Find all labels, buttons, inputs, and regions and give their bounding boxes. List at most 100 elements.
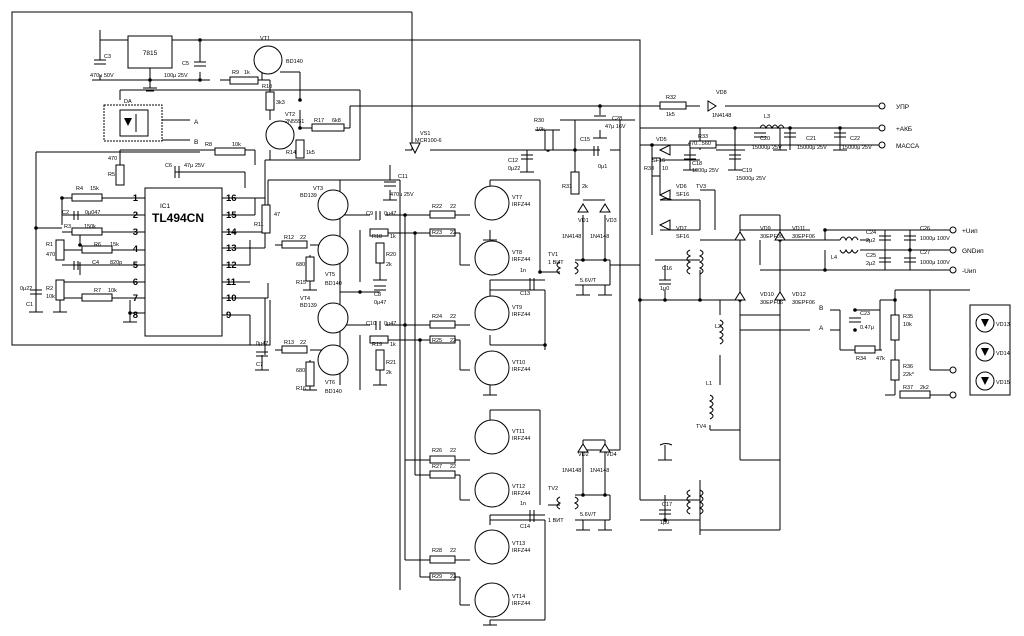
vd12-ref: VD12: [792, 292, 806, 298]
c14-val: 1n: [520, 501, 526, 507]
led-indicators: [969, 304, 1011, 396]
r31-ref: R31: [562, 184, 572, 190]
vd5-ref: VD5: [656, 137, 667, 143]
ic1-pin: 9: [226, 310, 231, 321]
r24-val: 22: [450, 314, 456, 320]
r4-val: 15k: [90, 186, 99, 192]
c14-ref: C14: [520, 524, 530, 530]
vd2-val: 1N4148: [562, 468, 581, 474]
r25-ref: R25: [432, 338, 442, 344]
vt8-val: IRFZ44: [512, 257, 530, 263]
vd9-ref: VD9: [760, 226, 771, 232]
c24-ref: C24: [866, 230, 876, 236]
vd4-ref: VD4: [606, 452, 617, 458]
r33-ref: R33: [698, 134, 708, 140]
vd1-ref: VD1: [578, 218, 589, 224]
r7-ref: R7: [94, 288, 101, 294]
vd11-ref: VD11: [792, 226, 805, 232]
r25-val: 22: [450, 338, 456, 344]
r30-val: 10k: [536, 127, 545, 133]
r21-val: 2k: [386, 370, 392, 376]
r14-ref: R14: [286, 150, 296, 156]
ic1-name: TL494CN: [152, 211, 204, 225]
r15-ref: R15: [296, 280, 306, 286]
vs1-ref: VS1: [420, 131, 430, 137]
r8-ref: R8: [205, 142, 212, 148]
c7-ref: C7: [256, 362, 263, 368]
l4-ref: L4: [831, 255, 837, 261]
winding-label: 1 ВИТ: [548, 260, 564, 266]
terminals: [878, 102, 957, 399]
r27-ref: R27: [432, 464, 442, 470]
r26-val: 22: [450, 448, 456, 454]
diodes: [409, 100, 786, 453]
tv4-ref: TV4: [696, 424, 706, 430]
r18-val: 1k: [390, 234, 396, 240]
vt10-ref: VT10: [512, 360, 525, 366]
ic1-pin: 11: [226, 277, 237, 288]
vt1-ref: VT1: [260, 36, 270, 42]
vt6-val: BD140: [325, 389, 342, 395]
terminal-upr: УПР: [896, 104, 909, 111]
c20-val: 15000μ 25V: [752, 145, 782, 151]
r23-ref: R23: [432, 230, 442, 236]
ic1-tl494: IC1 TL494CN 1 2 3 4 5 6 7 8 16 15 14 13 …: [133, 187, 237, 337]
r17-val: 6k8: [332, 118, 341, 124]
r9-val: 1k: [244, 70, 250, 76]
optocoupler-da: DA A B: [103, 99, 199, 146]
vt2-ref: VT2: [285, 112, 295, 118]
c25-val: 2μ2: [866, 261, 875, 267]
terminal-uip-plus: +Uип: [962, 228, 978, 235]
vd3-ref: VD3: [606, 218, 617, 224]
vt5-ref: VT5: [325, 272, 335, 278]
c3-val: 470μ 50V: [90, 73, 114, 79]
c15-val: 0μ1: [598, 164, 607, 170]
c23-ref: C23: [860, 311, 870, 317]
r36-ref: R36: [903, 364, 913, 370]
r10-ref: R10: [262, 84, 272, 90]
capacitors: [30, 59, 916, 522]
l2-ref: L2: [715, 324, 721, 330]
c4-val: 820p: [110, 260, 122, 266]
r20-ref: R20: [386, 252, 396, 258]
r32-val: 1k5: [666, 112, 675, 118]
vt14-val: IRFZ44: [512, 601, 530, 607]
r21-ref: R21: [386, 360, 396, 366]
c11-val: 470μ 25V: [390, 192, 414, 198]
vd15-ref: VD15: [996, 380, 1010, 386]
r12-val: 22: [300, 235, 306, 241]
c16-val: 1μ0: [660, 286, 669, 292]
ic1-pin: 7: [133, 293, 138, 304]
vt9-val: IRFZ44: [512, 312, 530, 318]
ic1-pin: 13: [226, 243, 237, 254]
c27-ref: C27: [920, 250, 930, 256]
c3-ref: C3: [104, 54, 111, 60]
r37-ref: R37: [903, 385, 913, 391]
r14-val: 1k5: [306, 150, 315, 156]
r33-val: 470...560: [688, 141, 711, 147]
r27-val: 22: [450, 464, 456, 470]
c18-val: 1000μ 25V: [692, 168, 719, 174]
c12-ref: C12: [508, 158, 518, 164]
c25-ref: C25: [866, 253, 876, 259]
r13-ref: R13: [284, 340, 294, 346]
r38-ref: R38: [644, 166, 654, 172]
r3-ref: R3: [64, 224, 71, 230]
vt8-ref: VT8: [512, 250, 522, 256]
terminal-akb: +АКБ: [896, 126, 912, 133]
ic1-pin: 2: [133, 210, 138, 221]
vt5-val: BD140: [325, 281, 342, 287]
vd4-val: 1N4148: [590, 468, 609, 474]
r12-ref: R12: [284, 235, 294, 241]
vd6-ref: VD6: [676, 184, 687, 190]
r10-val: 3k3: [276, 100, 285, 106]
c21-val: 15000μ 25V: [797, 145, 827, 151]
r16-ref: R16: [296, 386, 306, 392]
vt12-val: IRFZ44: [512, 491, 530, 497]
c10-val: 0μ47: [384, 321, 396, 327]
c19-val: 15000μ 25V: [736, 176, 766, 182]
vd13-ref: VD13: [996, 322, 1010, 328]
vt10-val: IRFZ44: [512, 367, 530, 373]
r38-val: 10: [662, 166, 668, 172]
vd3-val: 1N4148: [590, 234, 609, 240]
